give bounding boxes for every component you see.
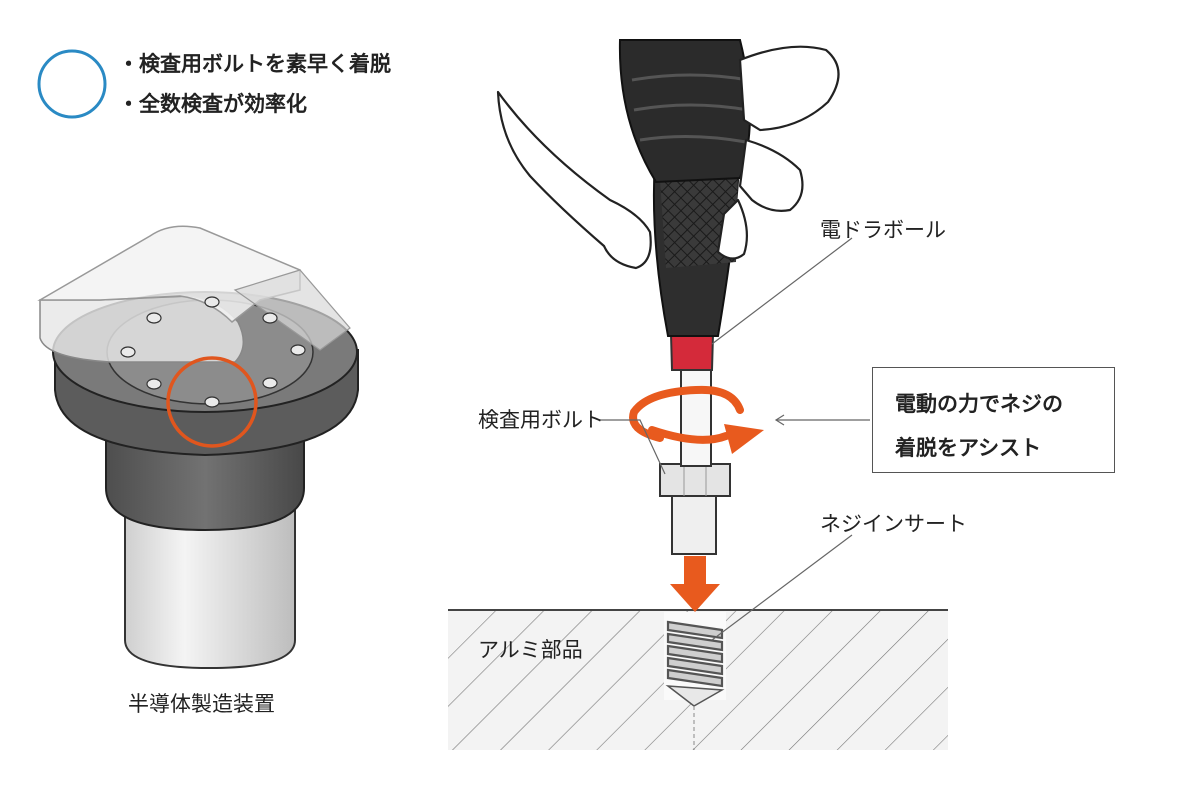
benefit-bullet-1: ・検査用ボルトを素早く着脱 xyxy=(118,52,391,76)
aluminum-part-illustration xyxy=(448,609,948,750)
semiconductor-device-illustration xyxy=(37,225,359,670)
device-label: 半導体製造装置 xyxy=(128,692,275,716)
callout-line-2: 着脱をアシスト xyxy=(895,436,1042,460)
inspection-bolt-illustration xyxy=(659,463,731,555)
part-label: アルミ部品 xyxy=(478,638,583,662)
driver-label: 電ドラボール xyxy=(820,218,946,242)
rotation-arrow-icon xyxy=(629,385,764,454)
benefit-bullet-2: ・全数検査が効率化 xyxy=(118,92,307,116)
insert-label: ネジインサート xyxy=(820,512,967,536)
leader-lines xyxy=(600,237,870,641)
callout-line-1: 電動の力でネジの xyxy=(895,392,1063,416)
good-marker-icon xyxy=(37,49,107,119)
bolt-label: 検査用ボルト xyxy=(478,408,604,432)
callout-box: 電動の力でネジの 着脱をアシスト xyxy=(872,367,1115,473)
electric-screwdriver-illustration xyxy=(618,39,751,467)
hand-illustration xyxy=(496,45,840,270)
insert-direction-arrow-icon xyxy=(670,556,720,612)
highlight-circle xyxy=(166,356,258,448)
